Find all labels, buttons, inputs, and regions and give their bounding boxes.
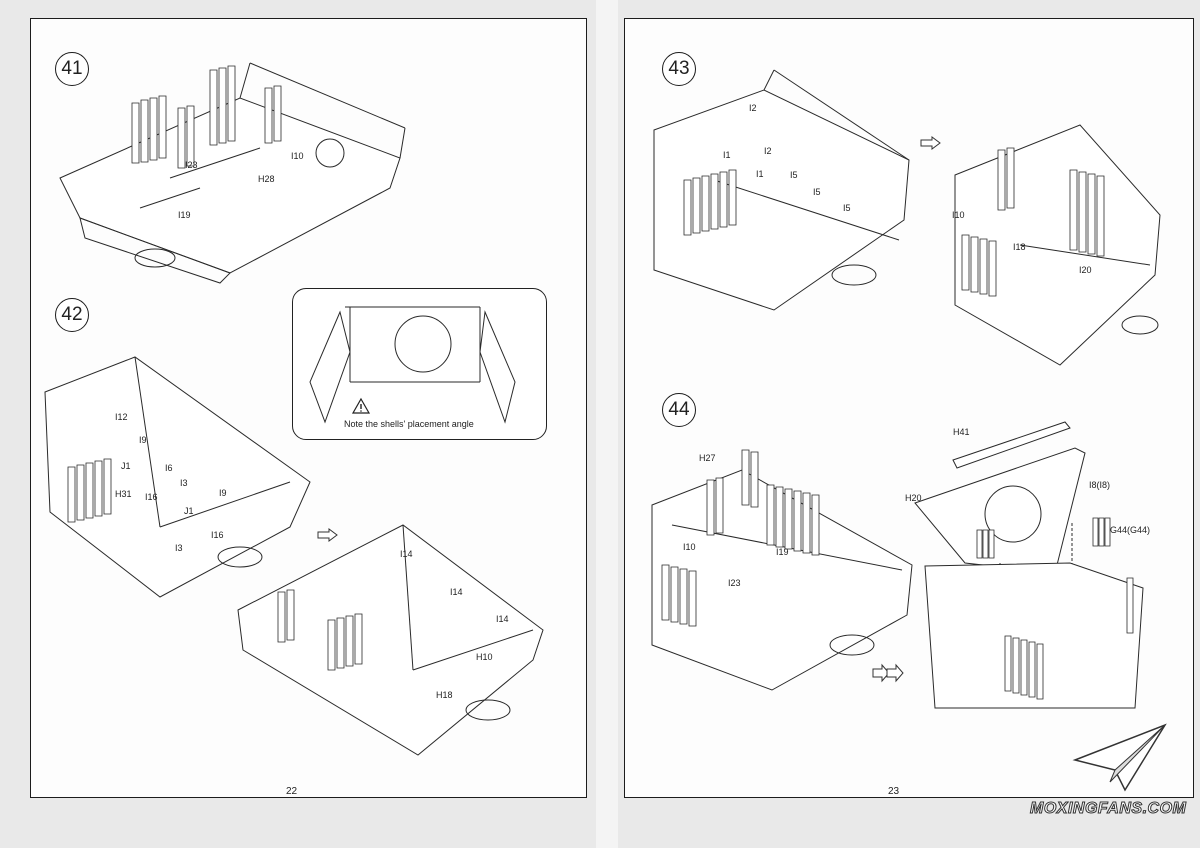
step-44-label: H27 bbox=[699, 453, 716, 463]
step-42-result-label: H10 bbox=[476, 652, 493, 662]
step-44-part-label: H20 bbox=[905, 493, 922, 503]
step-42-label: I16 bbox=[145, 492, 158, 502]
step-43-label: I2 bbox=[764, 146, 772, 156]
step-42-number: 42 bbox=[55, 298, 89, 332]
step-44-label: I23 bbox=[728, 578, 741, 588]
arrow-right-icon bbox=[317, 528, 339, 542]
step-44-part-label: H41 bbox=[953, 427, 970, 437]
step-42-result-label: I14 bbox=[400, 549, 413, 559]
step-42-label: I6 bbox=[165, 463, 173, 473]
warning-triangle-icon bbox=[352, 398, 370, 414]
step-42-label: I12 bbox=[115, 412, 128, 422]
step-43-result-drawing bbox=[950, 125, 1165, 375]
step-41-hull-drawing bbox=[60, 58, 420, 288]
step-43-result-label: I20 bbox=[1079, 265, 1092, 275]
step-41-label: I23 bbox=[185, 160, 198, 170]
step-42-result-drawing bbox=[238, 520, 548, 760]
page-number-left: 22 bbox=[282, 786, 302, 797]
step-42-result-label: I14 bbox=[450, 587, 463, 597]
step-42-result-label: H18 bbox=[436, 690, 453, 700]
page-number-right: 23 bbox=[884, 786, 904, 797]
step-43-label: I5 bbox=[790, 170, 798, 180]
step-41-label: I19 bbox=[178, 210, 191, 220]
step-42-label: I16 bbox=[211, 530, 224, 540]
step-42-label: H31 bbox=[115, 489, 132, 499]
step-44-hull-drawing bbox=[652, 445, 917, 695]
step-44-label: I10 bbox=[683, 542, 696, 552]
arrow-right-icon bbox=[920, 136, 942, 150]
watermark-text: MOXINGFANS.COM bbox=[1029, 800, 1187, 818]
double-arrow-right-icon bbox=[872, 663, 906, 683]
step-41-number: 41 bbox=[55, 52, 89, 86]
step-44-number: 44 bbox=[662, 393, 696, 427]
step-42-label: I9 bbox=[219, 488, 227, 498]
shell-angle-detail-drawing bbox=[300, 292, 540, 434]
step-43-label: I5 bbox=[843, 203, 851, 213]
step-42-label: I3 bbox=[180, 478, 188, 488]
step-44-exploded-parts-drawing bbox=[915, 418, 1145, 708]
step-43-hull-drawing bbox=[654, 70, 914, 320]
step-41-label: H28 bbox=[258, 174, 275, 184]
step-43-label: I2 bbox=[749, 103, 757, 113]
step-42-label: J1 bbox=[184, 506, 194, 516]
step-42-result-label: I14 bbox=[496, 614, 509, 624]
step-42-label: J1 bbox=[121, 461, 131, 471]
step-43-label: I1 bbox=[723, 150, 731, 160]
paper-plane-logo-icon bbox=[1070, 720, 1170, 795]
step-44-part-label: G44(G44) bbox=[1110, 525, 1151, 535]
step-43-label: I5 bbox=[813, 187, 821, 197]
step-42-label: I3 bbox=[175, 543, 183, 553]
binding-gutter bbox=[596, 0, 618, 848]
step-43-number: 43 bbox=[662, 52, 696, 86]
note-text: Note the shells' placement angle bbox=[344, 419, 474, 429]
step-43-result-label: I10 bbox=[952, 210, 965, 220]
step-44-part-label: I8(I8) bbox=[1089, 480, 1111, 490]
step-42-label: I9 bbox=[139, 435, 147, 445]
step-42-hull-drawing bbox=[40, 352, 330, 602]
step-43-label: I1 bbox=[756, 169, 764, 179]
step-43-result-label: I18 bbox=[1013, 242, 1026, 252]
step-44-label: I19 bbox=[776, 547, 789, 557]
step-41-label: I10 bbox=[291, 151, 304, 161]
